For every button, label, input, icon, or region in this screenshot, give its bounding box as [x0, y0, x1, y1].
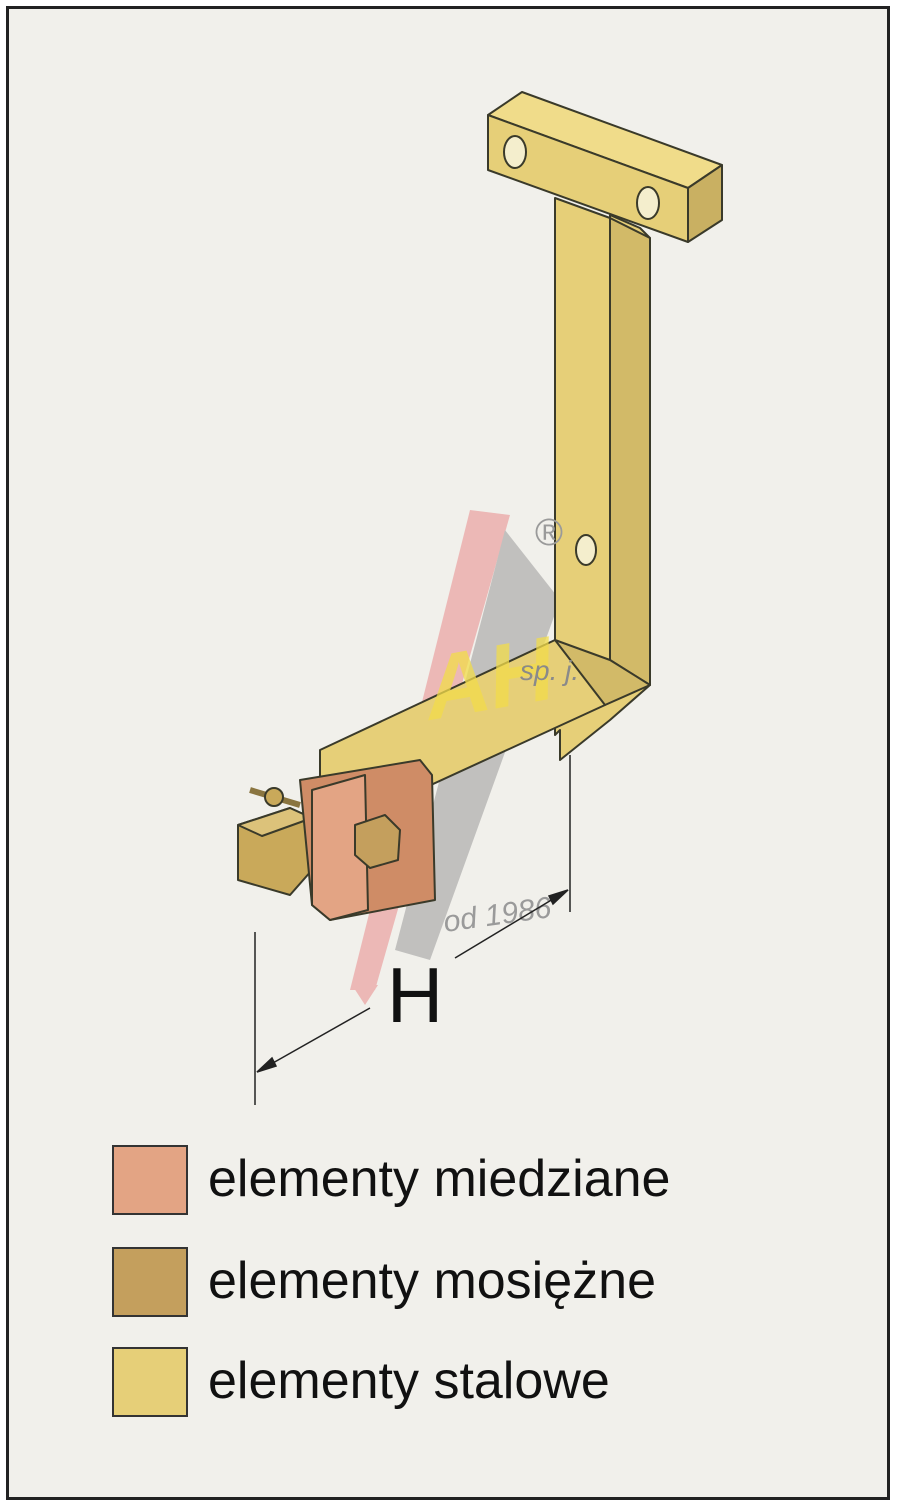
legend-label-brass: elementy mosiężne — [208, 1252, 656, 1310]
legend-item-brass: elementy mosiężne — [112, 1247, 832, 1319]
top-bar-hole-left — [503, 135, 527, 169]
watermark-arrow-tip — [352, 985, 378, 1005]
vertical-arm-side — [609, 217, 651, 686]
dimension-H — [254, 755, 571, 1105]
watermark-suffix: sp. j. — [520, 655, 579, 686]
watermark-texts: AH sp. j. ® od 1986 — [414, 512, 579, 939]
elbow — [554, 639, 651, 706]
legend-item-steel: elementy stalowe — [112, 1347, 832, 1419]
legend-label-copper: elementy miedziane — [208, 1150, 671, 1208]
top-bar-side-face — [687, 164, 723, 243]
copper-clamp-front — [311, 774, 369, 921]
registered-mark: ® — [535, 512, 563, 554]
steel-bracket — [319, 91, 723, 813]
top-bar-hole-right — [636, 186, 660, 220]
arm-hole — [575, 534, 597, 566]
dimension-arrow-right — [547, 889, 569, 906]
rod-nut — [264, 787, 284, 807]
dimension-line-left — [256, 1007, 371, 1073]
legend-swatch-steel — [112, 1347, 188, 1417]
legend-label-steel: elementy stalowe — [208, 1352, 610, 1410]
legend-item-copper: elementy miedziane — [112, 1145, 832, 1217]
legend-swatch-brass — [112, 1247, 188, 1317]
dimension-line-right — [454, 889, 569, 959]
brass-bolt-head — [354, 814, 401, 869]
legend-swatch-copper — [112, 1145, 188, 1215]
dimension-label: H — [387, 951, 443, 1039]
watermark-letters: AH — [414, 618, 563, 740]
dimension-arrow-left — [256, 1056, 278, 1073]
clamp-assembly — [237, 759, 436, 921]
